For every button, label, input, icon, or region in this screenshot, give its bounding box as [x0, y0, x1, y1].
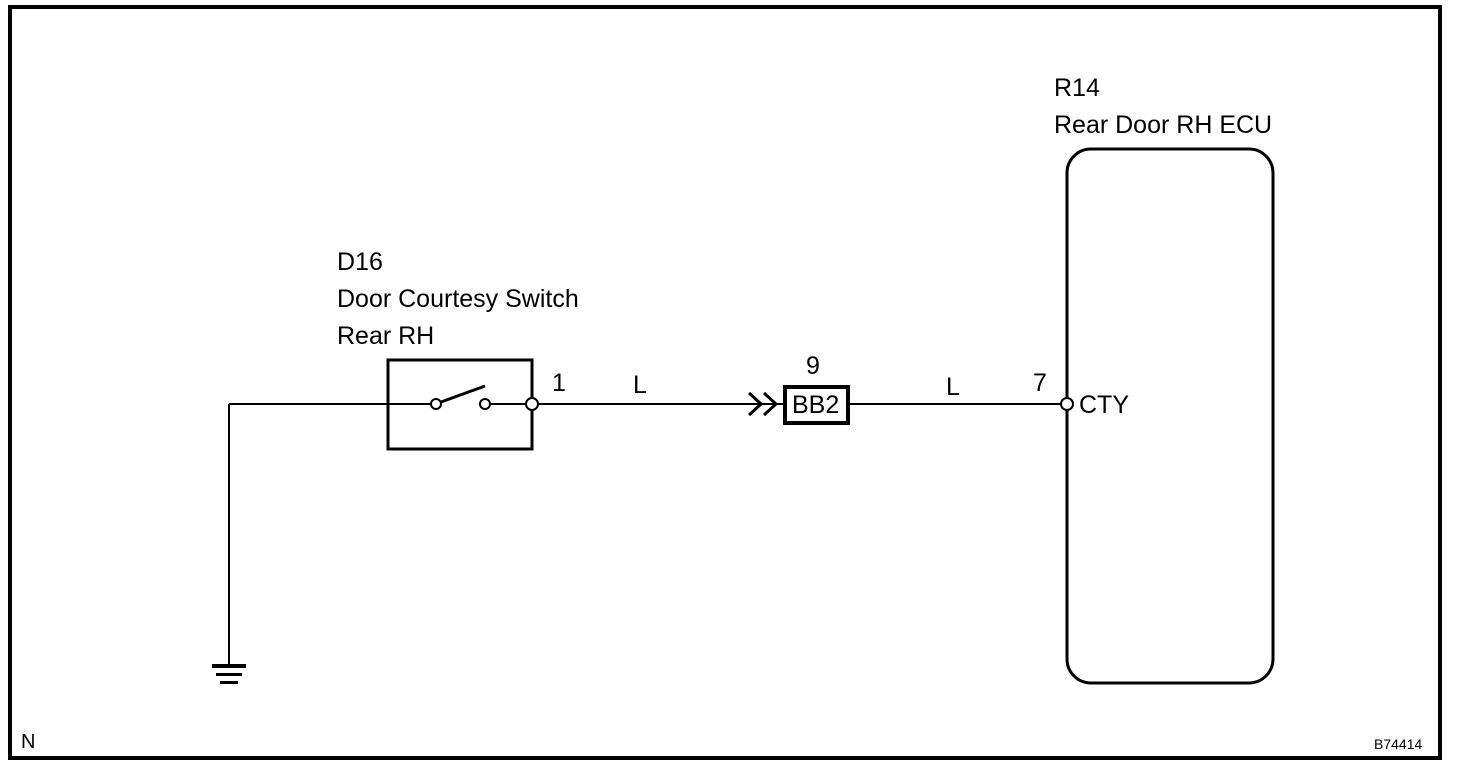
connector-pin-label: 9: [806, 352, 820, 380]
ecu-name: Rear Door RH ECU: [1054, 111, 1273, 139]
figure-id: B74414: [1374, 736, 1423, 752]
switch-lever-icon: [440, 384, 486, 404]
wire-color-label: L: [946, 373, 960, 401]
ecu-terminal-label: CTY: [1079, 391, 1129, 419]
wire-color-label: L: [633, 371, 647, 399]
ecu-box: [1065, 147, 1275, 685]
switch-contact-icon: [430, 398, 442, 410]
ecu-pin-label: 7: [1033, 369, 1047, 397]
connector-bb2-box: [783, 385, 850, 425]
frame-letter: N: [21, 731, 36, 753]
ecu-code: R14: [1054, 74, 1100, 102]
ground-icon: [212, 664, 246, 684]
switch-code: D16: [337, 248, 383, 276]
diagram-frame: [8, 5, 1442, 760]
terminal-pin-1-icon: [525, 397, 539, 411]
switch-name-line1: Door Courtesy Switch: [337, 285, 579, 313]
connector-chevron-icon: [747, 391, 779, 417]
connector-code-label: BB2: [792, 391, 840, 419]
door-courtesy-switch: [386, 358, 534, 451]
switch-contact-icon: [479, 398, 491, 410]
switch-pin-label: 1: [552, 369, 566, 397]
terminal-pin-7-icon: [1060, 397, 1074, 411]
switch-name-line2: Rear RH: [337, 322, 435, 350]
